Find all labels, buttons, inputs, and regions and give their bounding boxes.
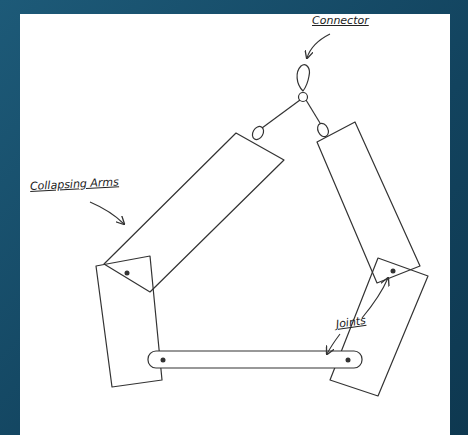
cross-bar [148,351,362,368]
collapsing-arm [317,122,420,283]
connector-hook [297,65,309,91]
collapsing-arm [104,133,284,292]
paper-ground [20,14,450,435]
joint-plate [330,258,428,396]
part-label: Connector [312,14,369,27]
